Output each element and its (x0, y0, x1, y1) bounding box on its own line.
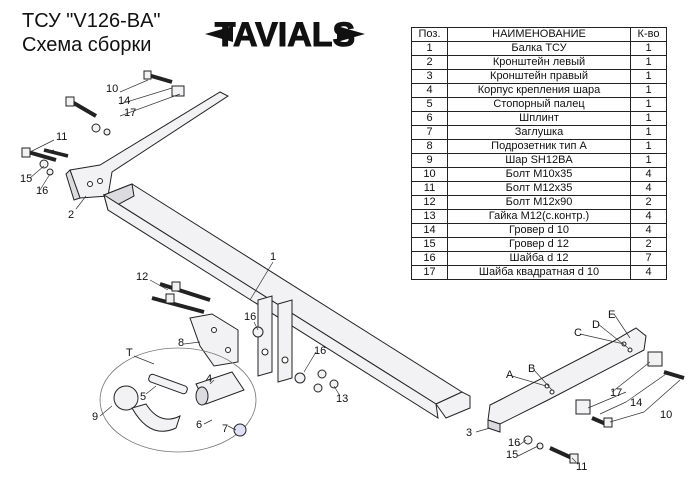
bolts-left-side (21, 147, 69, 176)
callout-16-beam: 16 (314, 345, 326, 357)
bracket-right (487, 327, 647, 433)
callout-10-right: 10 (660, 409, 672, 421)
cell-name: Шайба квадратная d 10 (447, 265, 631, 280)
callout-15-left: 15 (20, 173, 32, 185)
callout-B: B (528, 363, 535, 375)
cell-name: Шайба d 12 (447, 251, 631, 266)
callout-8: 8 (178, 337, 184, 349)
beam-socket-plates (257, 295, 293, 383)
callout-labels: 1 2 3 4 5 6 7 8 9 10 10 11 11 12 13 14 1… (20, 83, 672, 473)
cell-quantity: 1 (630, 41, 667, 56)
nuts-m12 (252, 326, 339, 393)
callout-E: E (608, 309, 615, 321)
callout-11-left: 11 (56, 131, 67, 143)
callout-16-plate: 16 (244, 311, 256, 323)
cell-name: Болт М12х35 (447, 181, 631, 196)
callout-17-right: 17 (610, 387, 622, 399)
callout-C: C (574, 327, 582, 339)
callout-17-left: 17 (124, 107, 136, 119)
bolts-left-top (65, 70, 185, 136)
bracket-left (65, 91, 230, 201)
bolts-m12x90 (151, 281, 211, 314)
cell-name: Болт М12х90 (447, 195, 631, 210)
callout-T: T (126, 347, 133, 359)
callout-10-left: 10 (106, 83, 118, 95)
callout-14-right: 14 (630, 397, 642, 409)
logo-text: TAVIALS (215, 16, 355, 54)
col-header-position: Поз. (411, 27, 448, 42)
cell-position: 17 (411, 265, 448, 280)
cell-position: 16 (411, 251, 448, 266)
callout-A: A (506, 369, 514, 381)
callout-5: 5 (140, 391, 146, 403)
callout-14-left: 14 (118, 95, 130, 107)
callout-13: 13 (336, 393, 348, 405)
callout-11-right: 11 (576, 461, 587, 473)
table-header-row: Поз. НАИМЕНОВАНИЕ К-во (411, 27, 667, 42)
tavials-logo: TAVIALS (205, 16, 365, 55)
drawing-subtitle: Схема сборки (22, 34, 152, 56)
cell-quantity: 4 (630, 265, 667, 280)
callout-9: 9 (92, 411, 98, 423)
callout-4: 4 (206, 373, 212, 385)
callout-3: 3 (466, 427, 472, 439)
callout-16-left: 16 (36, 185, 48, 197)
callout-16-right: 16 (508, 437, 520, 449)
callout-2: 2 (68, 209, 74, 221)
callout-1: 1 (270, 251, 276, 263)
leader-lines (29, 79, 681, 463)
drawing-title: ТСУ "V126-BA" (22, 10, 161, 32)
ball-assembly (99, 347, 257, 453)
callout-7: 7 (222, 423, 228, 435)
socket-plate (189, 313, 239, 367)
bolts-right-bottom (523, 435, 579, 464)
callout-15-right: 15 (506, 449, 518, 461)
callout-12: 12 (136, 271, 148, 283)
callout-6: 6 (196, 419, 202, 431)
callout-D: D (592, 319, 600, 331)
